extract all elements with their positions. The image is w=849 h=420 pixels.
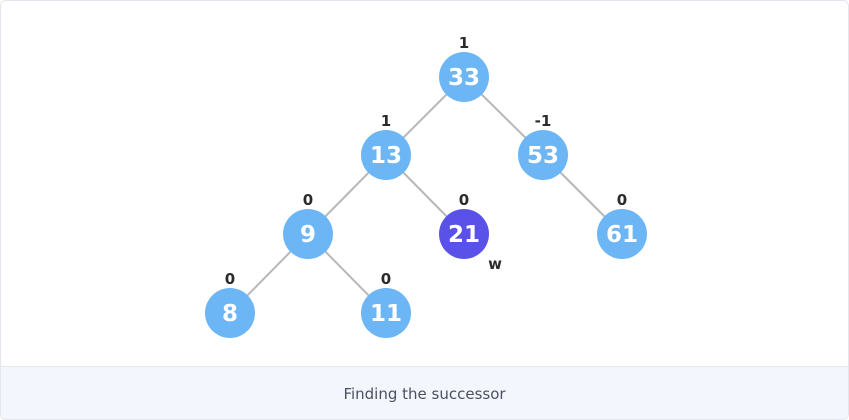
tree-node-11: 11 0 xyxy=(361,270,411,338)
node-value: 21 xyxy=(448,222,480,248)
node-value: 61 xyxy=(606,222,638,248)
node-value: 9 xyxy=(300,222,316,248)
tree-node-21: 21 0 w xyxy=(439,191,502,273)
tree-node-8: 80 xyxy=(205,270,255,338)
balance-factor-label: 1 xyxy=(459,34,469,52)
highlighted-node-circle xyxy=(439,209,489,259)
figure-caption: Finding the successor xyxy=(343,384,506,403)
node-circle xyxy=(361,130,411,180)
balance-factor-label: 0 xyxy=(381,270,391,288)
node-circle xyxy=(597,209,647,259)
node-circle xyxy=(361,288,411,338)
node-circle xyxy=(283,209,333,259)
tree-node-33: 33 1 xyxy=(439,34,489,102)
node-value: 8 xyxy=(222,301,238,327)
node-value: 53 xyxy=(527,143,559,169)
balance-factor-label: 0 xyxy=(459,191,469,209)
tree-node-61: 61 0 xyxy=(597,191,647,259)
balance-factor-label: 0 xyxy=(617,191,627,209)
tree-node-13: 13 1 xyxy=(361,112,411,180)
balance-factor-label: 1 xyxy=(381,112,391,130)
node-circle xyxy=(439,52,489,102)
caption-bar: Finding the successor xyxy=(1,366,848,419)
tree-node-9: 90 xyxy=(283,191,333,259)
node-value: 13 xyxy=(370,143,402,169)
balance-factor-label: -1 xyxy=(535,112,552,130)
node-circle xyxy=(518,130,568,180)
node-tag-label: w xyxy=(488,255,502,273)
balance-factor-label: 0 xyxy=(225,270,235,288)
edges-layer xyxy=(229,76,623,314)
balance-factor-label: 0 xyxy=(303,191,313,209)
tree-node-53: 53 -1 xyxy=(518,112,568,180)
node-circle xyxy=(205,288,255,338)
node-value: 33 xyxy=(448,65,480,91)
node-value: 11 xyxy=(370,301,402,327)
